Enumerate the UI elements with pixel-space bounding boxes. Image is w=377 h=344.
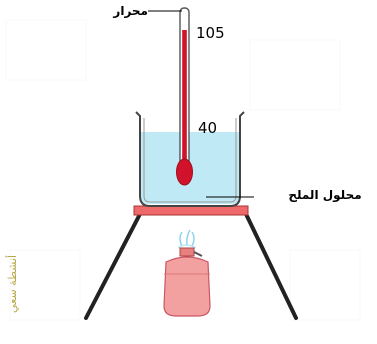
reading-top: 105 <box>196 24 225 42</box>
watermark-text: أنشطة سعي <box>5 255 19 313</box>
stand-plate <box>133 205 249 216</box>
gas-canister-icon <box>163 247 211 317</box>
thermometer-icon <box>176 7 193 186</box>
thermometer-label: محرار <box>112 4 148 18</box>
beaker-icon <box>135 111 245 207</box>
tripod-stand-icon <box>84 212 298 320</box>
solution-label: محلول الملح <box>288 188 361 203</box>
background-pattern <box>5 19 361 321</box>
reading-mid: 40 <box>198 119 217 137</box>
flame-icon <box>177 229 197 249</box>
